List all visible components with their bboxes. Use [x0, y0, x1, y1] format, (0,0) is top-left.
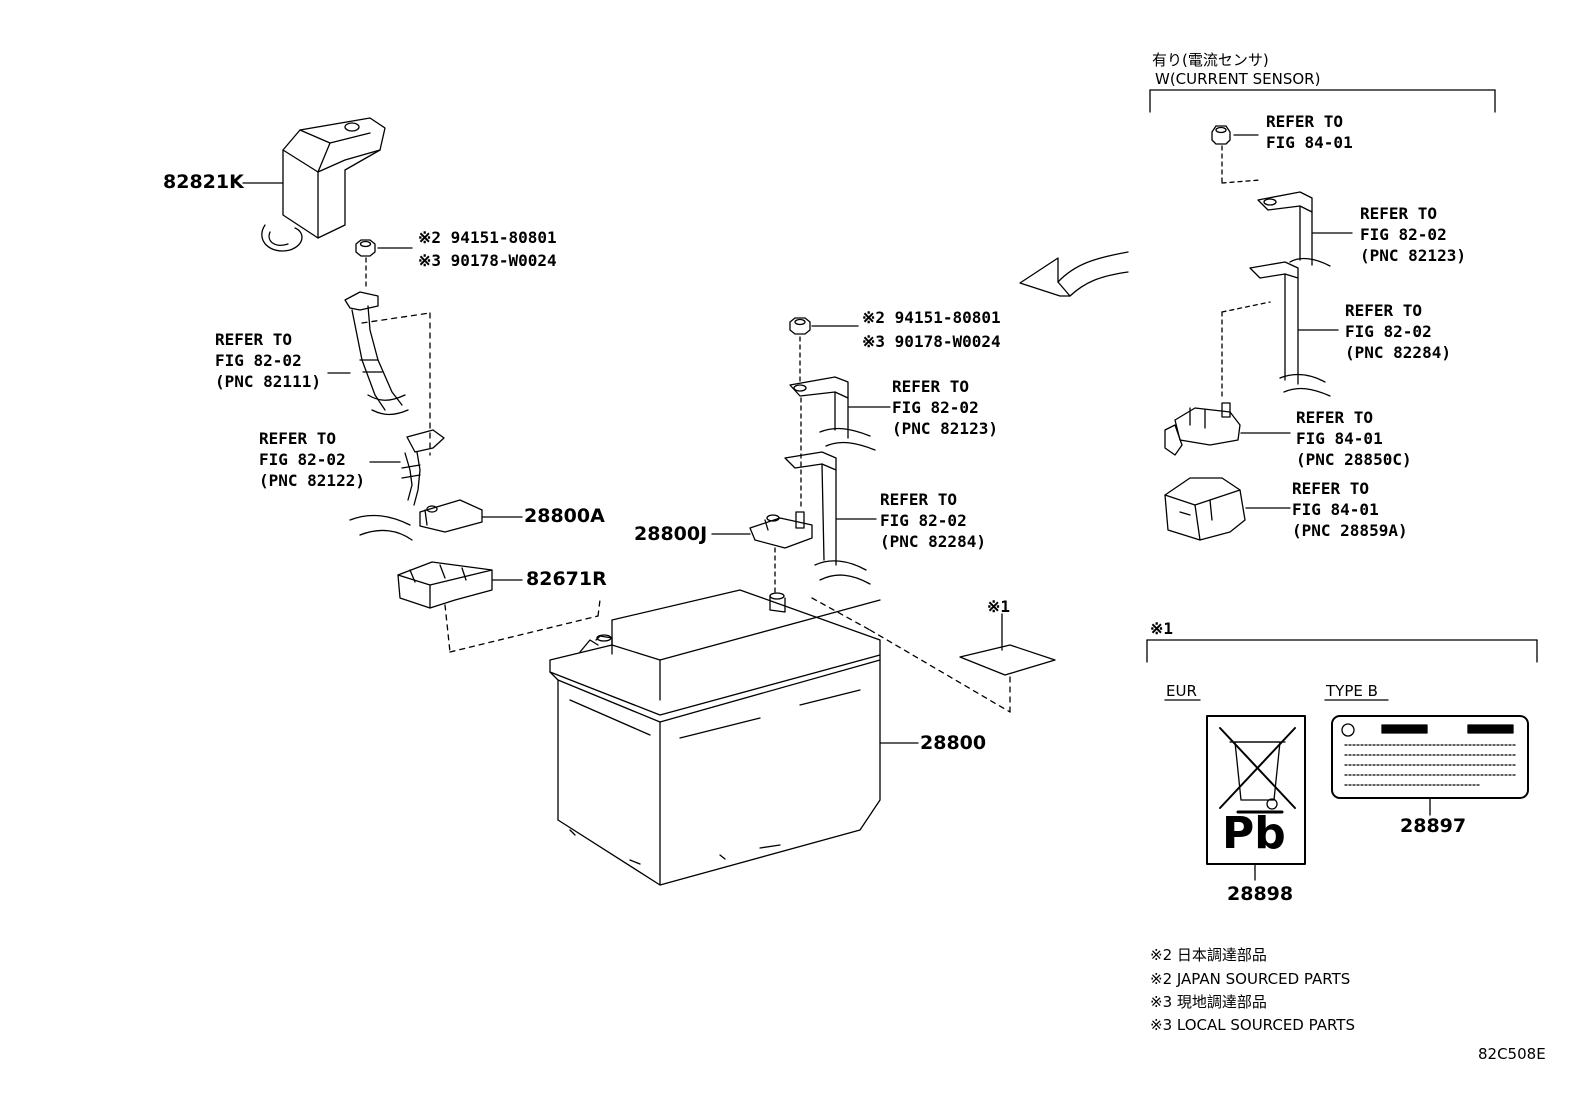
ref-line: REFER TO: [1292, 479, 1370, 498]
part-number-28800a[interactable]: 28800A: [524, 505, 605, 527]
note1-marker: ※1: [987, 597, 1011, 616]
clamp-28859a-illustration: [1164, 477, 1291, 541]
type-b-heading: TYPE B: [1326, 682, 1378, 700]
ref-line: (PNC 82111): [215, 372, 321, 391]
battery-28800-illustration: [549, 589, 1011, 886]
terminal-cover-illustration: [242, 117, 386, 252]
note1-section-marker: ※1: [1150, 619, 1174, 638]
eur-recycle-label-illustration: [1164, 699, 1306, 881]
nut-left-part-2[interactable]: ※2 94151-80801: [418, 228, 557, 247]
part-number-28800[interactable]: 28800: [920, 732, 987, 754]
ref-line: REFER TO: [1360, 204, 1438, 223]
ref-left-82122[interactable]: REFER TO FIG 82-02 (PNC 82122): [259, 428, 365, 491]
label-sheet-illustration: [959, 613, 1056, 676]
part-number-28897[interactable]: 28897: [1400, 815, 1467, 837]
nut-left-part-3[interactable]: ※3 90178-W0024: [418, 251, 557, 270]
ref-line: FIG 82-02: [215, 351, 302, 370]
part-number-28898[interactable]: 28898: [1227, 883, 1294, 905]
footnote-3: ※3 現地調達部品: [1150, 993, 1267, 1011]
cable-right-82284-illustration: [1221, 261, 1339, 399]
ref-line: REFER TO: [1266, 112, 1344, 131]
ref-line: FIG 82-02: [1360, 225, 1447, 244]
ref-line: (PNC 28859A): [1292, 521, 1408, 540]
ref-line: FIG 84-01: [1292, 500, 1379, 519]
terminal-28800j-illustration: [711, 511, 813, 593]
ref-line: REFER TO: [892, 377, 970, 396]
ref-line: FIG 82-02: [1345, 322, 1432, 341]
ref-line: REFER TO: [1345, 301, 1423, 320]
part-number-28800j[interactable]: 28800J: [634, 523, 708, 545]
ref-left-82111[interactable]: REFER TO FIG 82-02 (PNC 82111): [215, 329, 321, 392]
note1-bracket: [1146, 639, 1538, 663]
nut-center-illustration: [789, 317, 859, 386]
ref-line: REFER TO: [880, 490, 958, 509]
ref-line: (PNC 82284): [880, 532, 986, 551]
current-sensor-title-en: W(CURRENT SENSOR): [1155, 70, 1321, 88]
ref-line: (PNC 82122): [259, 471, 365, 490]
ref-line: REFER TO: [1296, 408, 1374, 427]
ref-line: REFER TO: [259, 429, 337, 448]
nut-right-illustration: [1211, 125, 1261, 184]
clamp-82671r-illustration: [397, 561, 601, 653]
current-sensor-bracket: [1149, 89, 1496, 113]
type-b-warning-label-illustration: [1324, 699, 1529, 816]
ref-line: FIG 82-02: [880, 511, 967, 530]
pb-text: Pb: [1222, 808, 1286, 859]
sensor-28850c-illustration: [1164, 402, 1291, 456]
ref-line: (PNC 82123): [892, 419, 998, 438]
ref-right-82123[interactable]: REFER TO FIG 82-02 (PNC 82123): [1360, 203, 1466, 266]
ref-line: (PNC 82123): [1360, 246, 1466, 265]
ref-right-28850c[interactable]: REFER TO FIG 84-01 (PNC 28850C): [1296, 407, 1412, 470]
nut-center-part-2[interactable]: ※2 94151-80801: [862, 308, 1001, 327]
cable-center-82284-illustration: [784, 451, 877, 585]
ref-line: FIG 82-02: [892, 398, 979, 417]
ref-line: (PNC 82284): [1345, 343, 1451, 362]
ref-center-82284[interactable]: REFER TO FIG 82-02 (PNC 82284): [880, 489, 986, 552]
footnote-2: ※2 JAPAN SOURCED PARTS: [1150, 970, 1351, 988]
footnote-4: ※3 LOCAL SOURCED PARTS: [1150, 1016, 1355, 1034]
footnote-1: ※2 日本調達部品: [1150, 946, 1267, 964]
ref-line: (PNC 28850C): [1296, 450, 1412, 469]
cable-center-82123-illustration: [789, 376, 891, 511]
ref-line: REFER TO: [215, 330, 293, 349]
ref-right-28859a[interactable]: REFER TO FIG 84-01 (PNC 28859A): [1292, 478, 1408, 541]
nut-center-part-3[interactable]: ※3 90178-W0024: [862, 332, 1001, 351]
eur-heading: EUR: [1166, 682, 1197, 700]
part-number-82821k[interactable]: 82821K: [163, 171, 244, 193]
cable-82111-illustration: [327, 291, 431, 456]
part-number-82671r[interactable]: 82671R: [526, 568, 607, 590]
cable-right-82123-illustration: [1257, 191, 1353, 267]
ref-right-82284[interactable]: REFER TO FIG 82-02 (PNC 82284): [1345, 300, 1451, 363]
ref-line: FIG 84-01: [1266, 133, 1353, 152]
figure-code: 82C508E: [1478, 1045, 1546, 1063]
ref-right-nut[interactable]: REFER TO FIG 84-01: [1266, 111, 1353, 153]
direction-arrow: [1019, 251, 1129, 297]
ref-center-82123[interactable]: REFER TO FIG 82-02 (PNC 82123): [892, 376, 998, 439]
ref-line: FIG 84-01: [1296, 429, 1383, 448]
nut-left-illustration: [355, 239, 413, 291]
ref-line: FIG 82-02: [259, 450, 346, 469]
current-sensor-title-jp: 有り(電流センサ): [1152, 51, 1269, 69]
terminal-28800a-illustration: [349, 429, 523, 541]
